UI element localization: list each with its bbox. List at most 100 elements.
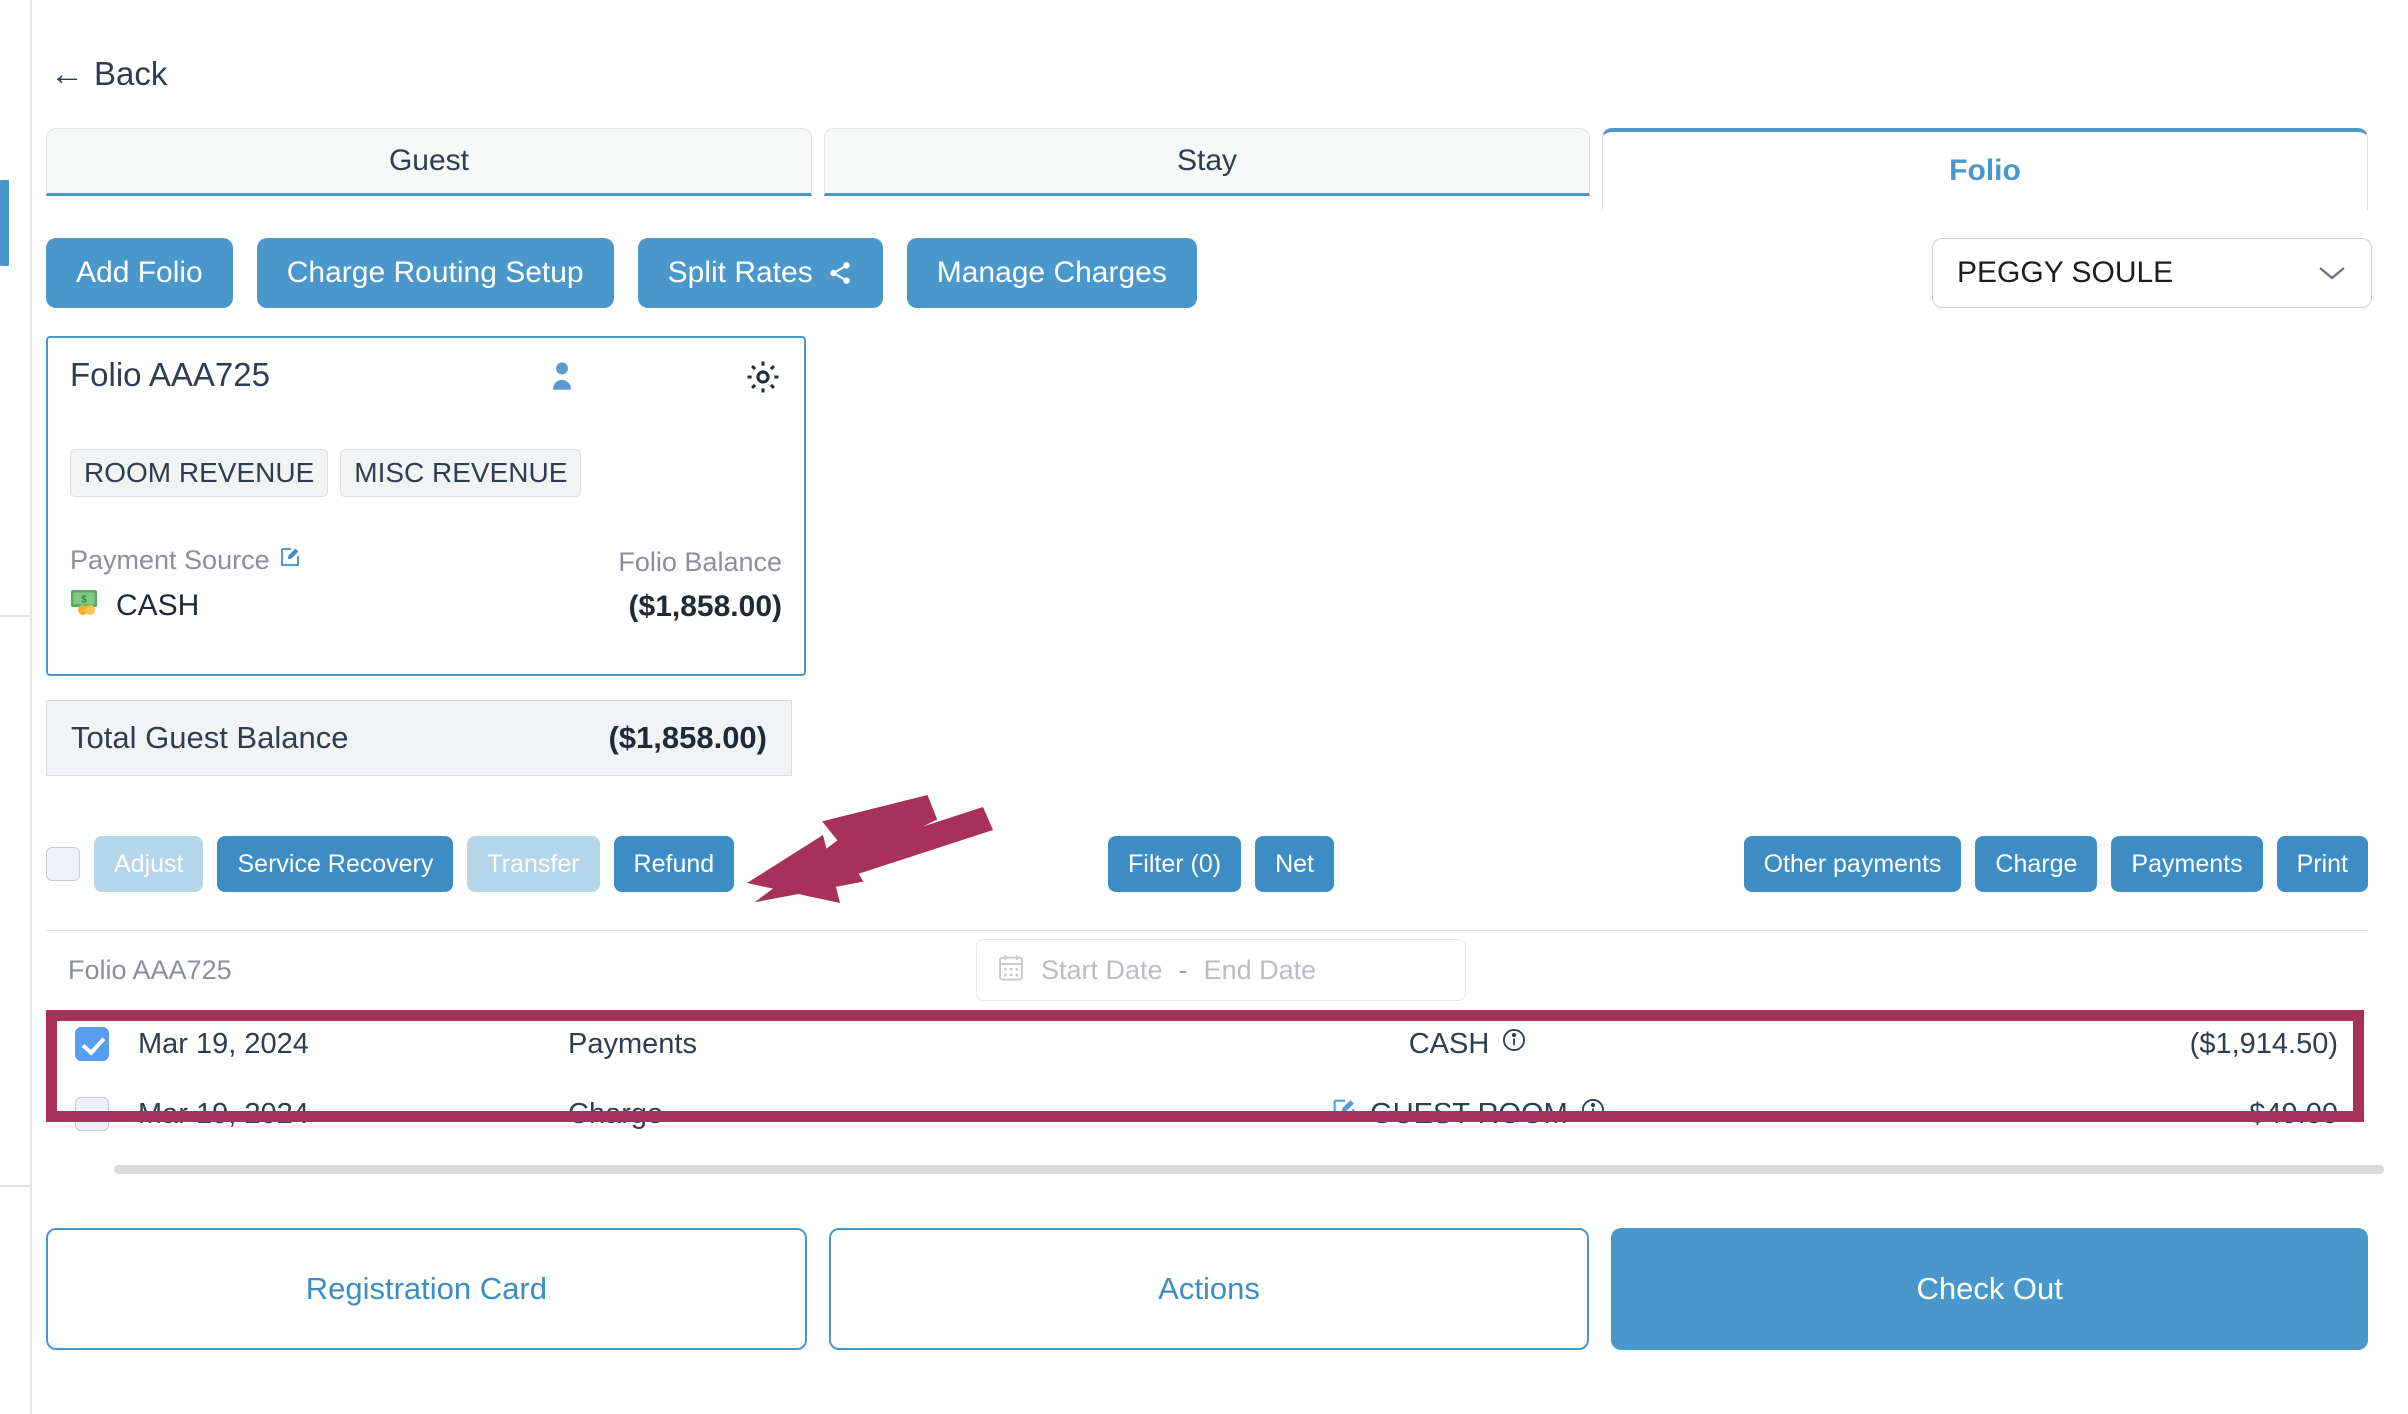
info-icon[interactable] <box>1501 1027 1527 1061</box>
table-row[interactable]: Mar 19, 2024 Payments CASH ($1,914.50) <box>46 1009 2368 1079</box>
guest-select[interactable]: PEGGY SOULE <box>1932 238 2372 308</box>
table-row[interactable]: Mar 19, 2024 Charge GUEST ROOM $49.00 <box>46 1079 2368 1149</box>
filter-label: Filter (0) <box>1128 849 1222 878</box>
row-checkbox-cell <box>46 1027 138 1061</box>
net-button[interactable]: Net <box>1255 836 1334 892</box>
charge-routing-setup-label: Charge Routing Setup <box>286 256 584 289</box>
registration-card-button[interactable]: Registration Card <box>46 1228 807 1350</box>
folio-transactions-title: Folio AAA725 <box>68 954 232 985</box>
payments-label: Payments <box>2131 849 2243 878</box>
adjust-button[interactable]: Adjust <box>94 836 204 892</box>
left-rail-divider-segment-lower <box>0 1185 30 1187</box>
other-payments-button[interactable]: Other payments <box>1743 836 1962 892</box>
refund-button[interactable]: Refund <box>613 836 735 892</box>
folio-card-title: Folio AAA725 <box>70 356 270 393</box>
back-button[interactable]: ← Back <box>50 55 167 93</box>
tab-folio[interactable]: Folio <box>1602 128 2368 210</box>
date-range-filter[interactable]: Start Date - End Date <box>976 939 1466 1001</box>
edit-pencil-icon[interactable] <box>1330 1096 1358 1132</box>
date-range-separator: - <box>1178 954 1188 985</box>
split-rates-button[interactable]: Split Rates <box>637 238 883 308</box>
row-description-cell: CASH <box>968 1027 1968 1061</box>
folio-card: Folio AAA725 ROOM REVENUE MISC REVENUE P… <box>46 336 806 676</box>
info-icon[interactable] <box>1580 1097 1606 1131</box>
row-checkbox-cell <box>46 1097 138 1131</box>
chevron-down-icon <box>2317 258 2347 289</box>
folio-tools-right-group: Other payments Charge Payments Print <box>1743 836 2368 892</box>
folio-transactions-header: Folio AAA725 Start Date - End Date <box>46 931 2368 1009</box>
left-rail-active-indicator <box>0 180 9 266</box>
print-label: Print <box>2296 849 2348 878</box>
row-description: CASH <box>1408 1027 1490 1060</box>
row-date: Mar 19, 2024 <box>138 1097 309 1130</box>
tab-folio-label: Folio <box>1949 154 2021 187</box>
select-all-checkbox[interactable] <box>46 847 80 881</box>
folio-balance-block: Folio Balance ($1,858.00) <box>618 547 782 624</box>
row-amount: $49.00 <box>2249 1097 2338 1130</box>
row-checkbox[interactable] <box>75 1097 109 1131</box>
calendar-icon <box>997 953 1025 988</box>
table-horizontal-scrollbar[interactable] <box>114 1165 2384 1174</box>
folio-transactions-panel: Folio AAA725 Start Date - End Date <box>46 930 2384 1188</box>
tab-guest[interactable]: Guest <box>46 128 812 196</box>
row-type: Payments <box>568 1027 697 1060</box>
split-rates-label: Split Rates <box>667 256 813 289</box>
money-icon: $ <box>70 588 104 624</box>
net-label: Net <box>1275 849 1314 878</box>
adjust-label: Adjust <box>114 849 184 878</box>
total-guest-balance-label: Total Guest Balance <box>71 720 349 755</box>
edit-pencil-icon[interactable] <box>278 545 302 576</box>
manage-charges-button[interactable]: Manage Charges <box>906 238 1197 308</box>
payment-source-block: Payment Source $ <box>70 545 302 624</box>
payments-button[interactable]: Payments <box>2111 836 2263 892</box>
add-folio-label: Add Folio <box>76 256 203 289</box>
back-label: Back <box>94 55 168 92</box>
other-payments-label: Other payments <box>1763 849 1942 878</box>
payment-source-value-row: $ CASH <box>70 588 302 624</box>
total-guest-balance-value: ($1,858.00) <box>608 720 767 755</box>
payment-source-label: Payment Source <box>70 545 270 575</box>
charge-label: Charge <box>1995 849 2078 878</box>
check-out-button[interactable]: Check Out <box>1611 1228 2369 1350</box>
tab-stay[interactable]: Stay <box>824 128 1590 196</box>
filter-button[interactable]: Filter (0) <box>1108 836 1242 892</box>
chip-misc-revenue[interactable]: MISC REVENUE <box>340 449 582 497</box>
folio-card-footer: Payment Source $ <box>70 545 782 624</box>
print-button[interactable]: Print <box>2276 836 2368 892</box>
tab-bar: Guest Stay Folio <box>46 128 2368 210</box>
add-folio-button[interactable]: Add Folio <box>46 238 233 308</box>
guest-select-value: PEGGY SOULE <box>1957 256 2174 289</box>
row-description: GUEST ROOM <box>1370 1097 1568 1130</box>
charge-routing-setup-button[interactable]: Charge Routing Setup <box>256 238 614 308</box>
actions-button[interactable]: Actions <box>828 1228 1590 1350</box>
folio-tools-row: Adjust Service Recovery Transfer Refund … <box>46 826 2368 892</box>
arrow-left-icon: ← <box>50 55 84 93</box>
tab-guest-label: Guest <box>388 144 470 177</box>
svg-text:$: $ <box>81 595 87 606</box>
left-rail-divider <box>30 0 32 1414</box>
row-checkbox[interactable] <box>75 1027 109 1061</box>
start-date-input[interactable]: Start Date <box>1041 954 1163 985</box>
footer-actions: Registration Card Actions Check Out <box>46 1228 2369 1350</box>
payment-source-value: CASH <box>116 589 200 622</box>
transfer-button[interactable]: Transfer <box>467 836 600 892</box>
tab-stay-label: Stay <box>1176 144 1238 177</box>
row-description-cell: GUEST ROOM <box>968 1096 1968 1132</box>
folio-actions-toolbar: Add Folio Charge Routing Setup Split Rat… <box>46 238 1197 308</box>
folio-category-chips: ROOM REVENUE MISC REVENUE <box>70 449 782 497</box>
end-date-input[interactable]: End Date <box>1203 954 1317 985</box>
chip-room-revenue[interactable]: ROOM REVENUE <box>70 449 329 497</box>
gear-icon[interactable] <box>744 358 782 401</box>
service-recovery-button[interactable]: Service Recovery <box>217 836 454 892</box>
charge-button[interactable]: Charge <box>1975 836 2098 892</box>
row-amount: ($1,914.50) <box>2189 1027 2338 1060</box>
left-rail-divider-segment <box>0 615 30 617</box>
folio-balance-label: Folio Balance <box>618 547 782 577</box>
total-guest-balance-bar: Total Guest Balance ($1,858.00) <box>46 700 792 776</box>
folio-balance-value: ($1,858.00) <box>628 590 782 623</box>
folio-tools-mid-group: Filter (0) Net <box>1108 836 1334 892</box>
folio-tools-left-group: Adjust Service Recovery Transfer Refund <box>46 836 735 892</box>
person-icon[interactable] <box>545 358 579 401</box>
refund-label: Refund <box>633 849 715 878</box>
transfer-label: Transfer <box>487 849 580 878</box>
